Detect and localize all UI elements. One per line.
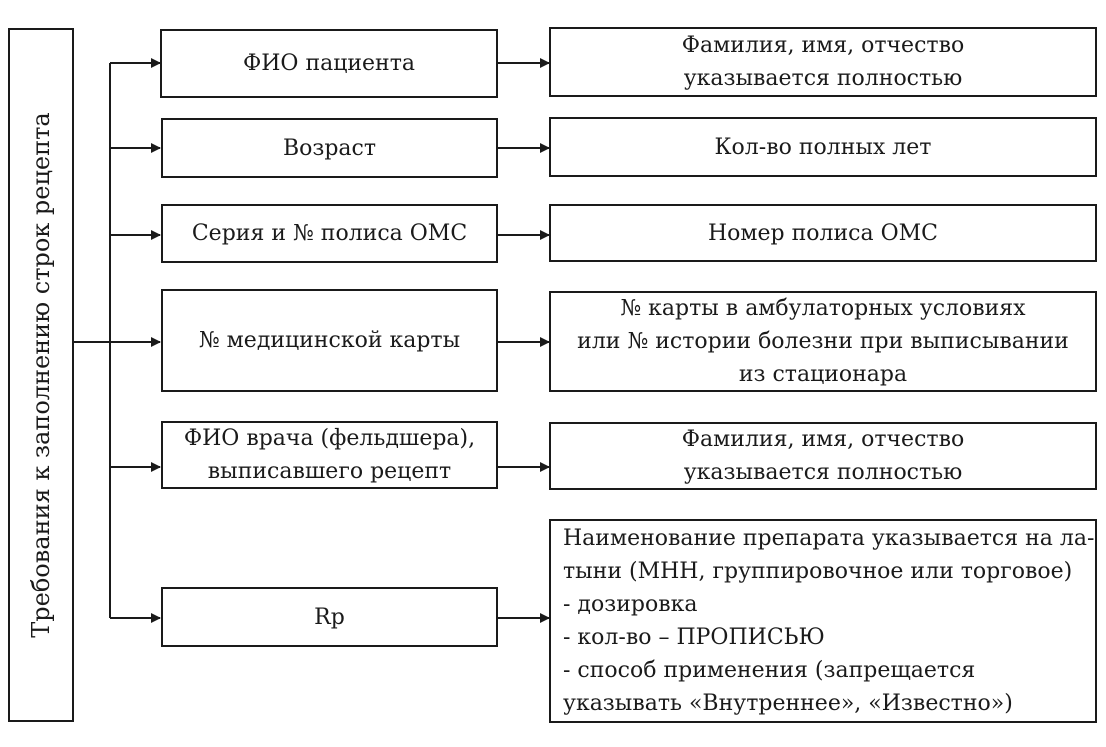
rule-text: Номер полиса ОМС [707,220,938,246]
rule-text: указывать «Внутреннее», «Известно») [563,691,1013,716]
rule-text: Наименование препарата указывается на ла… [563,526,1095,551]
field-text: Серия и № полиса ОМС [191,221,468,246]
field-text: выписавшего рецепт [207,459,452,484]
field-box-doctor-name: ФИО врача (фельдшера), выписавшего рецеп… [161,421,498,489]
rule-text: или № истории болезни при выписывании [577,329,1069,354]
rule-box-medical-card: № карты в амбулаторных условиях или № ис… [549,291,1097,392]
rule-text: Кол-во полных лет [714,134,932,160]
root-box [8,28,74,722]
rule-text: из стационара [738,362,908,387]
field-box-patient-name: ФИО пациента [160,29,498,98]
field-text: ФИО врача (фельдшера), [183,426,476,451]
field-text: ФИО пациента [242,51,416,76]
rule-box-oms-policy: Номер полиса ОМС [549,204,1097,262]
field-box-rp: Rp [161,587,498,647]
rule-box-doctor-name: Фамилия, имя, отчество указывается полно… [549,422,1097,490]
rule-box-age: Кол-во полных лет [549,117,1097,177]
rule-text: № карты в амбулаторных условиях [620,296,1026,321]
rule-text: Фамилия, имя, отчество [681,427,965,452]
field-box-age: Возраст [161,118,498,178]
rule-text: - кол-во – ПРОПИСЬЮ [563,625,825,650]
rule-text: указывается полностью [683,66,963,91]
field-text: Возраст [282,135,377,161]
field-box-oms-policy: Серия и № полиса ОМС [161,204,498,263]
rule-text: Фамилия, имя, отчество [681,33,965,58]
rule-box-patient-name: Фамилия, имя, отчество указывается полно… [549,27,1097,97]
field-text: Rp [314,604,345,630]
root-label: Требования к заполнению строк рецепта [27,112,55,638]
rule-text: - способ применения (запрещается [563,658,976,683]
rule-text: указывается полностью [683,460,963,485]
rule-text: - дозировка [563,592,698,617]
field-text: № медицинской карты [198,328,461,353]
rule-text: тыни (МНН, группировочное или торговое) [563,559,1073,584]
field-box-medical-card: № медицинской карты [161,289,498,392]
rule-box-rp: Наименование препарата указывается на ла… [549,519,1097,723]
